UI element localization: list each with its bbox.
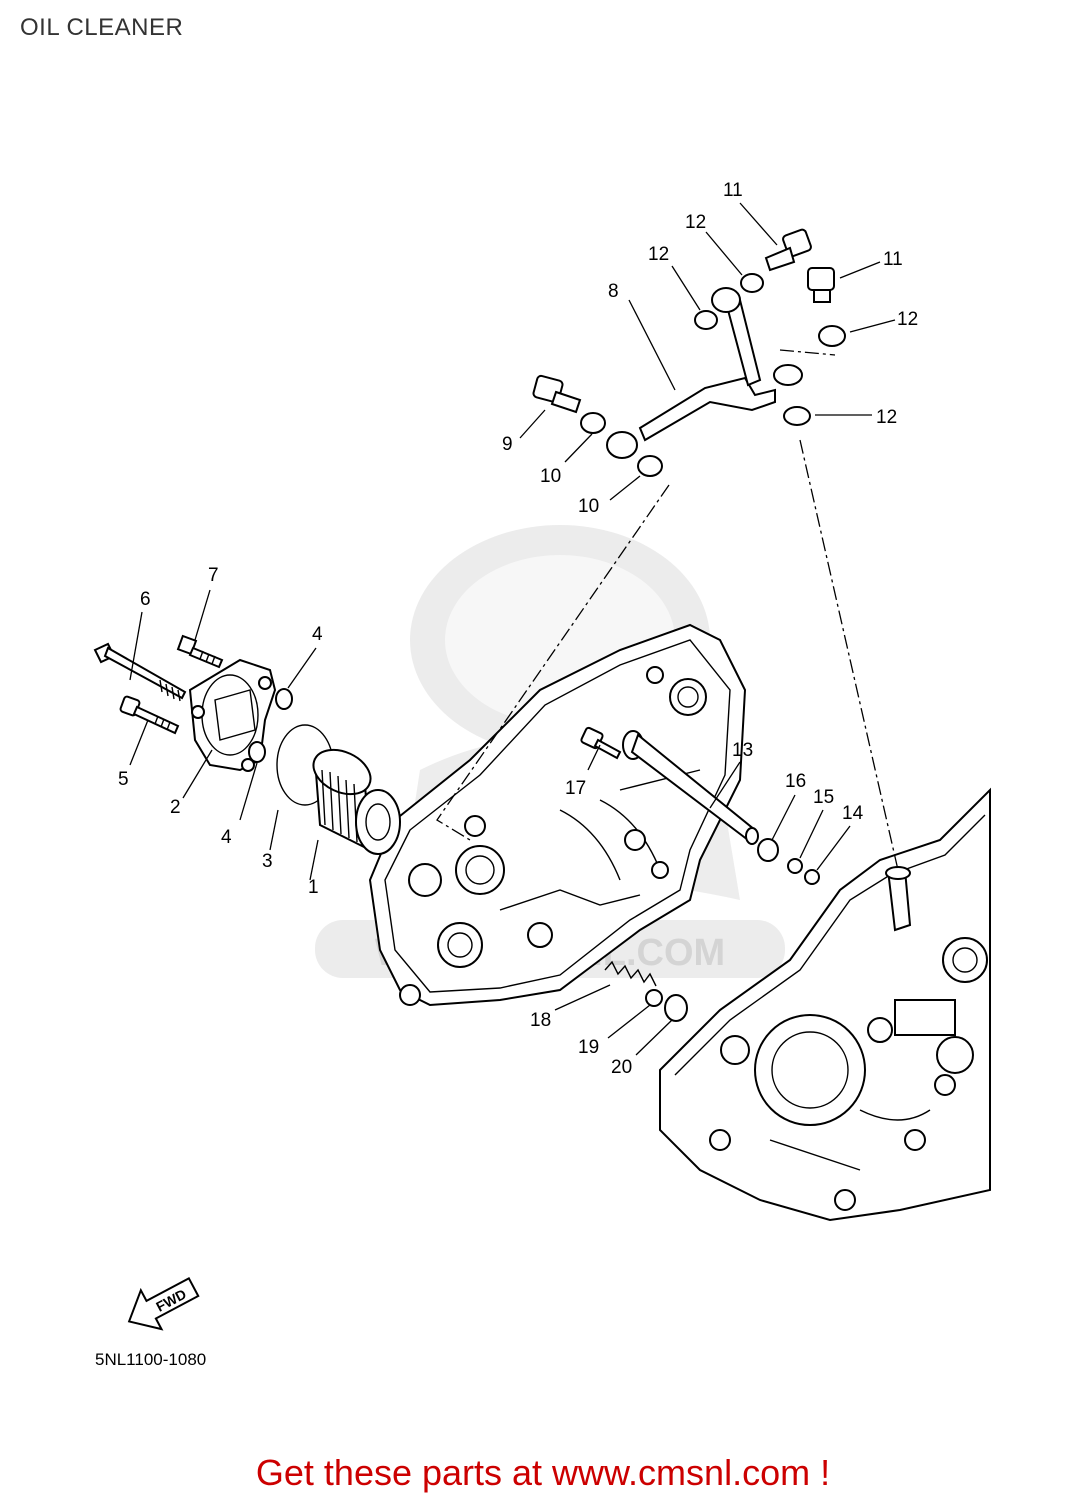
callouts: 1 3 4 2 5 6 7 4 8 9 10 10 11 12 12 11 12…: [118, 180, 918, 1078]
fwd-arrow-icon: FWD: [127, 1276, 200, 1331]
oil-pipe: [606, 287, 803, 459]
o-ring-lower: [248, 741, 266, 763]
alignment-line-right: [799, 439, 899, 871]
callout-10-lower: 10: [578, 496, 599, 517]
oil-delivery-pipe: [622, 730, 759, 845]
callout-6: 6: [140, 589, 151, 610]
callout-4-upper: 4: [312, 624, 323, 645]
callout-7: 7: [208, 565, 219, 586]
washer-12-d: [783, 406, 811, 426]
callout-4-lower: 4: [221, 827, 232, 848]
bolt-long: [93, 642, 187, 702]
callout-13: 13: [732, 740, 753, 761]
relief-ball: [645, 989, 663, 1007]
washer-12-c: [818, 325, 846, 347]
washer-10-lower: [637, 455, 663, 477]
callout-20: 20: [611, 1057, 632, 1078]
diagram-code: 5NL1100-1080: [95, 1350, 207, 1369]
callout-12-d: 12: [876, 407, 897, 428]
callout-11-right: 11: [883, 249, 903, 270]
o-ring-14: [804, 869, 820, 885]
callout-12-c: 12: [897, 309, 918, 330]
callout-14: 14: [842, 803, 864, 824]
o-ring-upper: [275, 688, 293, 710]
diagram-title: OIL CLEANER: [20, 14, 184, 41]
callout-18: 18: [530, 1010, 551, 1031]
bolt-7: [176, 634, 224, 669]
alignment-line-pipe: [436, 484, 670, 841]
alignment-line-top: [779, 349, 836, 356]
washer-12-b: [694, 310, 718, 330]
promo-banner[interactable]: Get these parts at www.cmsnl.com !: [255, 1452, 831, 1493]
relief-plug: [664, 994, 688, 1022]
o-ring-16: [757, 838, 779, 862]
washer-12-a: [740, 273, 764, 293]
callout-17: 17: [565, 778, 586, 799]
callout-16: 16: [785, 771, 806, 792]
callout-3: 3: [262, 851, 273, 872]
callout-2: 2: [170, 797, 181, 818]
callout-12-a: 12: [685, 212, 706, 233]
crankcase-cover: [368, 623, 747, 1007]
bolt-5: [119, 695, 180, 735]
callout-10-upper: 10: [540, 466, 561, 487]
o-ring-15: [787, 858, 803, 874]
callout-5: 5: [118, 769, 129, 790]
oil-filter-element: [312, 748, 401, 855]
callout-15: 15: [813, 787, 834, 808]
union-bolt-11-right: [807, 267, 835, 303]
bolt-17: [580, 726, 622, 760]
crankcase: [659, 787, 991, 1222]
callout-19: 19: [578, 1037, 599, 1058]
relief-spring: [604, 960, 657, 987]
callout-12-b: 12: [648, 244, 669, 265]
callout-1: 1: [308, 877, 319, 898]
washer-10-upper: [580, 412, 606, 434]
callout-9: 9: [502, 434, 513, 455]
callout-8: 8: [608, 281, 619, 302]
callout-11-upper: 11: [723, 180, 743, 201]
union-bolt-11-upper: [764, 228, 812, 272]
union-bolt-9: [532, 374, 582, 414]
leader-lines: [129, 202, 896, 1056]
